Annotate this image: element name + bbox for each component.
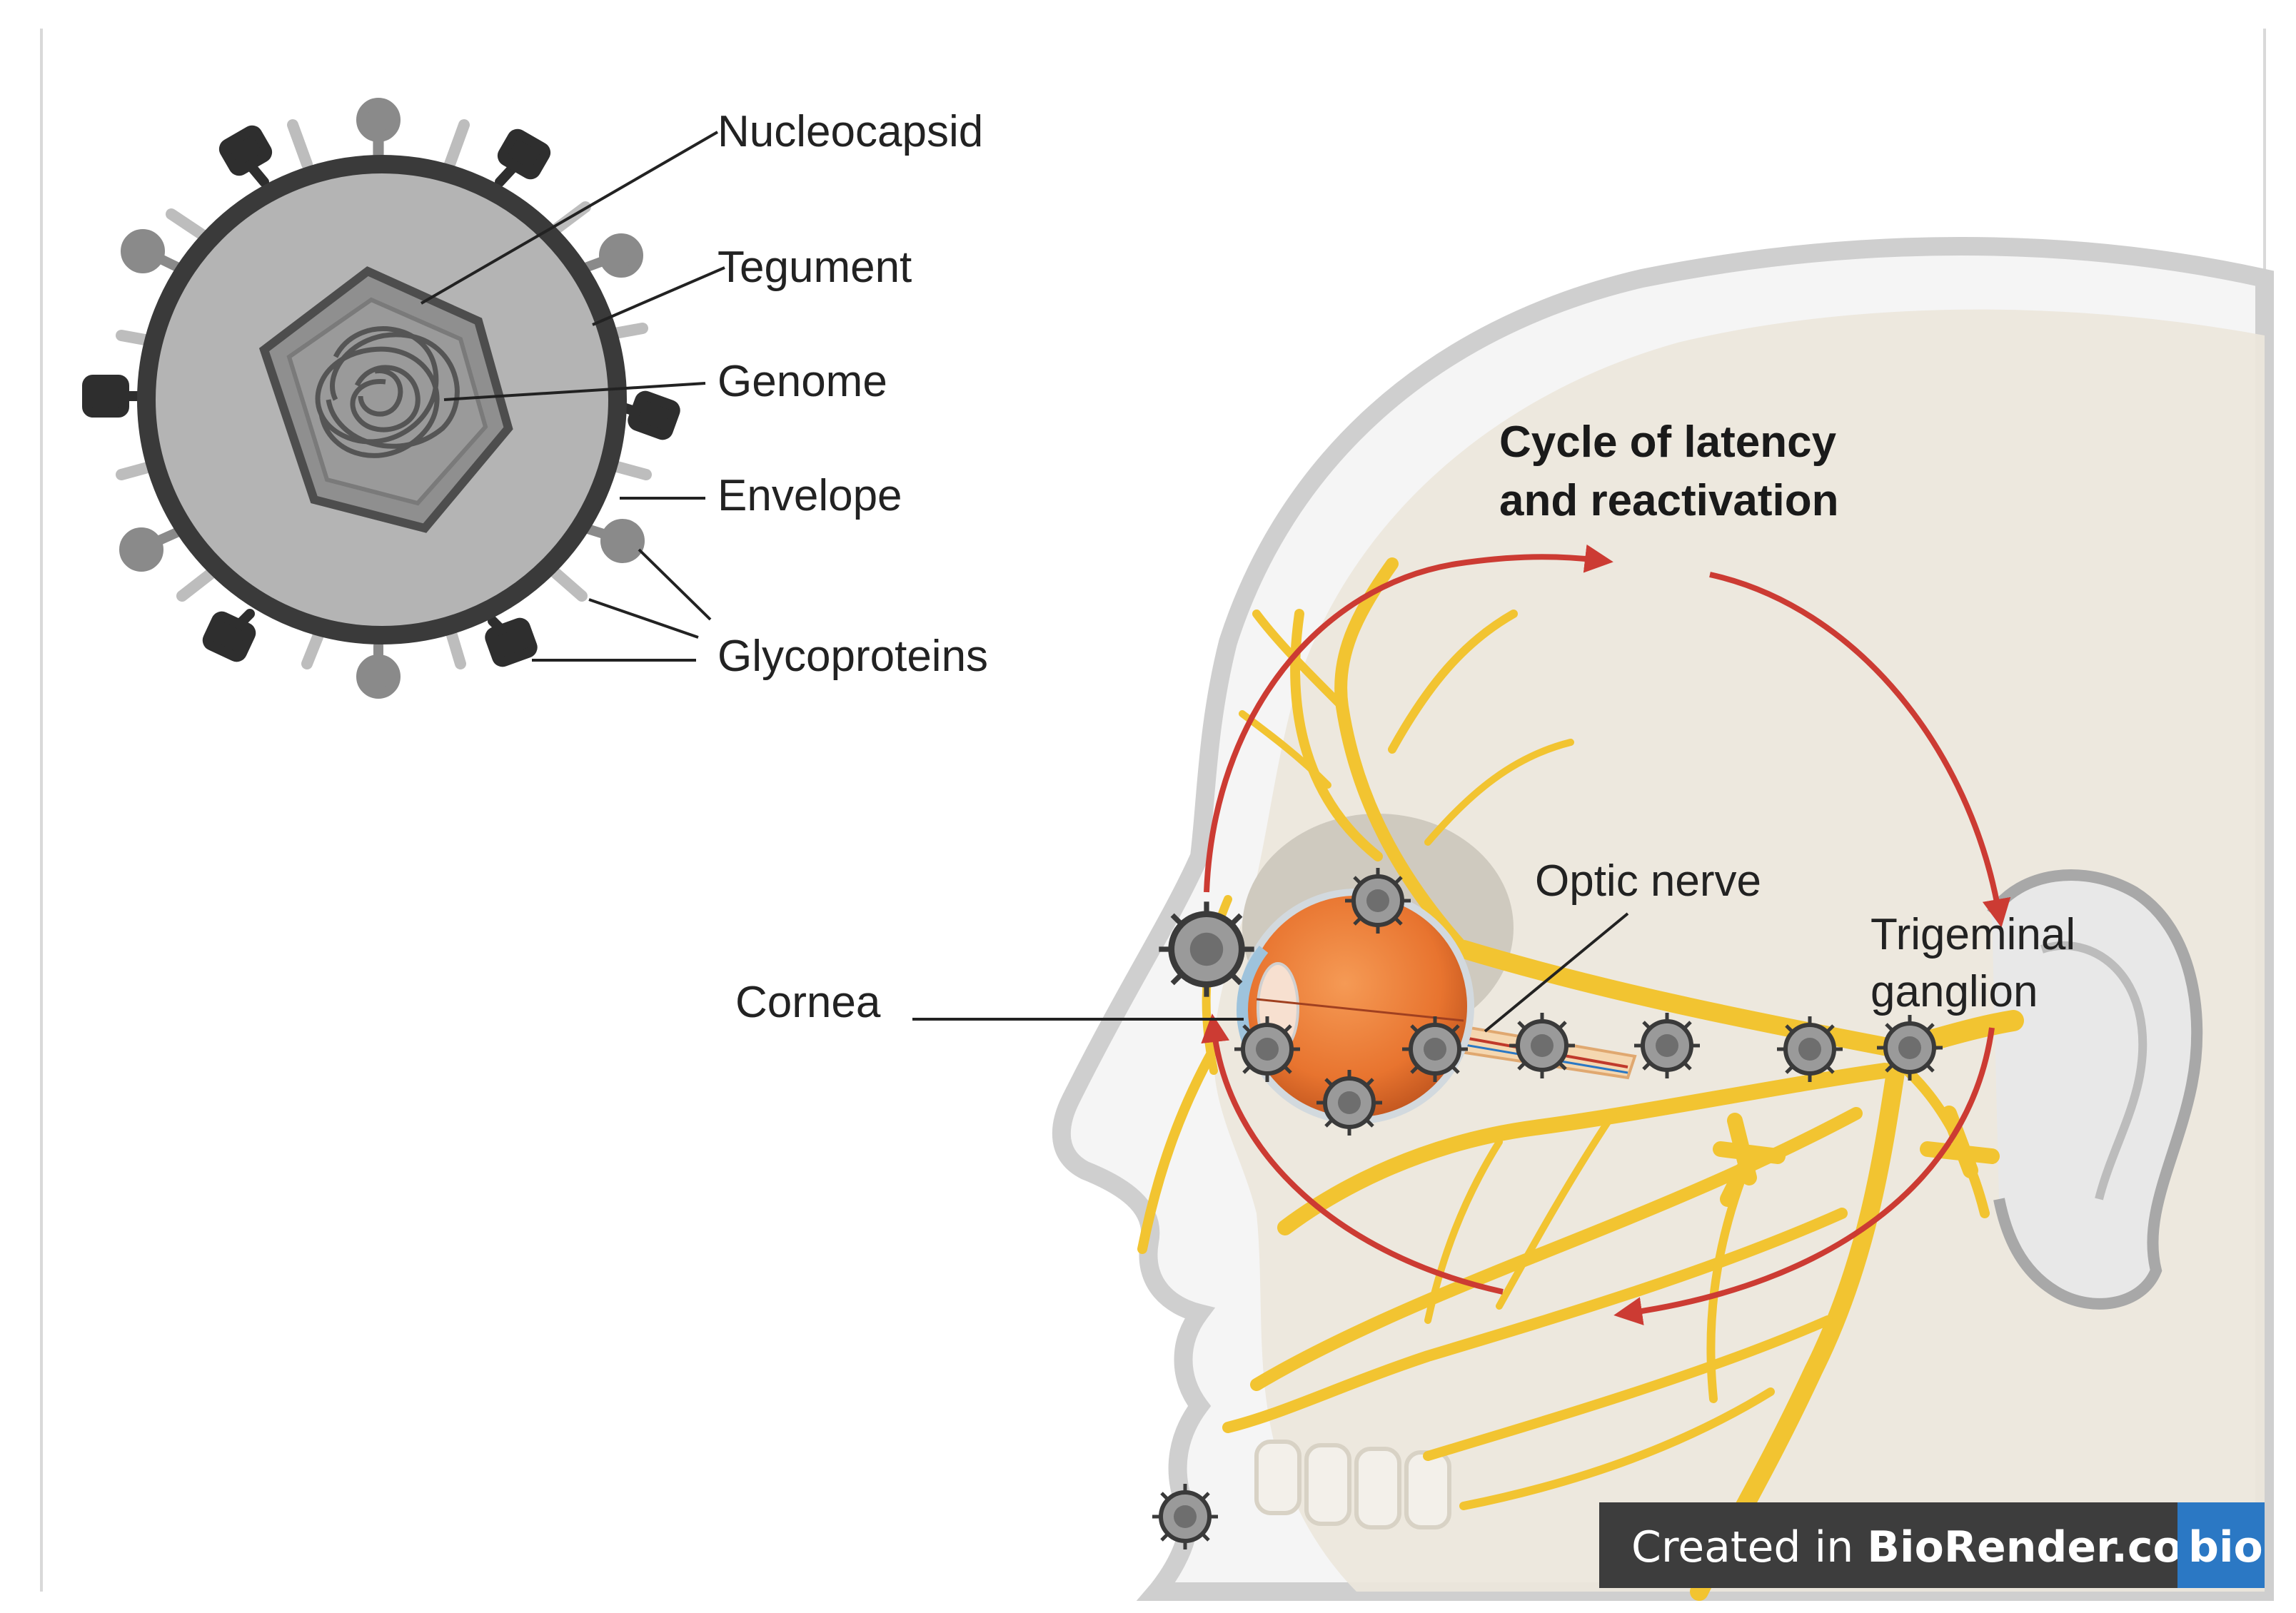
head-illustration [1052, 237, 2274, 1601]
biorender-logo-icon: bio [2188, 1522, 2263, 1572]
cycle-title-line2: and reactivation [1499, 476, 1838, 525]
glycoprotein-blocks [82, 125, 680, 667]
arrow-cornea-to-top [1204, 544, 1613, 893]
virion-particle [1634, 1013, 1700, 1078]
virion-particle [1234, 1016, 1300, 1082]
virion-particle [1316, 1070, 1382, 1136]
virion-pointer-lines [420, 131, 725, 662]
virion-particle-cornea-large [1159, 901, 1254, 996]
arrow-top-to-ganglion [1709, 572, 2011, 928]
label-cornea: Cornea [735, 978, 881, 1027]
watermark-prefix: Created in [1631, 1522, 1867, 1572]
watermark-text: Created in BioRender.com [1631, 1522, 2227, 1572]
glycoprotein-knobs [119, 98, 645, 699]
head-pointer-lines [912, 912, 1629, 1033]
genome-coil [315, 326, 460, 458]
skull [1214, 309, 2265, 1592]
virion-particle [1402, 1016, 1468, 1082]
virion-illustration [82, 98, 725, 699]
virion-particle [1777, 1016, 1843, 1082]
label-glycoproteins: Glycoproteins [718, 632, 988, 681]
label-genome: Genome [718, 357, 887, 406]
latency-cycle-arrows [1201, 544, 2011, 1325]
label-envelope: Envelope [718, 471, 902, 520]
label-trigeminal-line1: Trigeminal [1870, 910, 2075, 959]
arrow-bottom-to-cornea [1201, 1013, 1504, 1295]
biorender-logo-box [2177, 1502, 2265, 1588]
watermark-background [1599, 1502, 2177, 1588]
biorender-watermark: Created in BioRender.com bio [1599, 1502, 2265, 1588]
label-nucleocapsid: Nucleocapsid [718, 107, 983, 156]
watermark-brand: BioRender.com [1867, 1522, 2227, 1572]
virion-particle-ganglion [1877, 1015, 1943, 1081]
trigeminal-nerve-branches [1137, 557, 2024, 1601]
cycle-title-line1: Cycle of latency [1499, 418, 1837, 467]
ear-inner [2040, 941, 2148, 1200]
ear [1987, 869, 2203, 1310]
virion-particle [1345, 868, 1411, 934]
teeth [1254, 1440, 1451, 1529]
virion-particle-lip [1152, 1484, 1218, 1549]
label-trigeminal-line2: ganglion [1870, 967, 2038, 1016]
arrow-ganglion-to-bottom [1613, 1027, 1995, 1325]
label-tegument: Tegument [718, 243, 912, 292]
label-optic-nerve: Optic nerve [1535, 856, 1761, 906]
virion-particle [1509, 1013, 1575, 1078]
